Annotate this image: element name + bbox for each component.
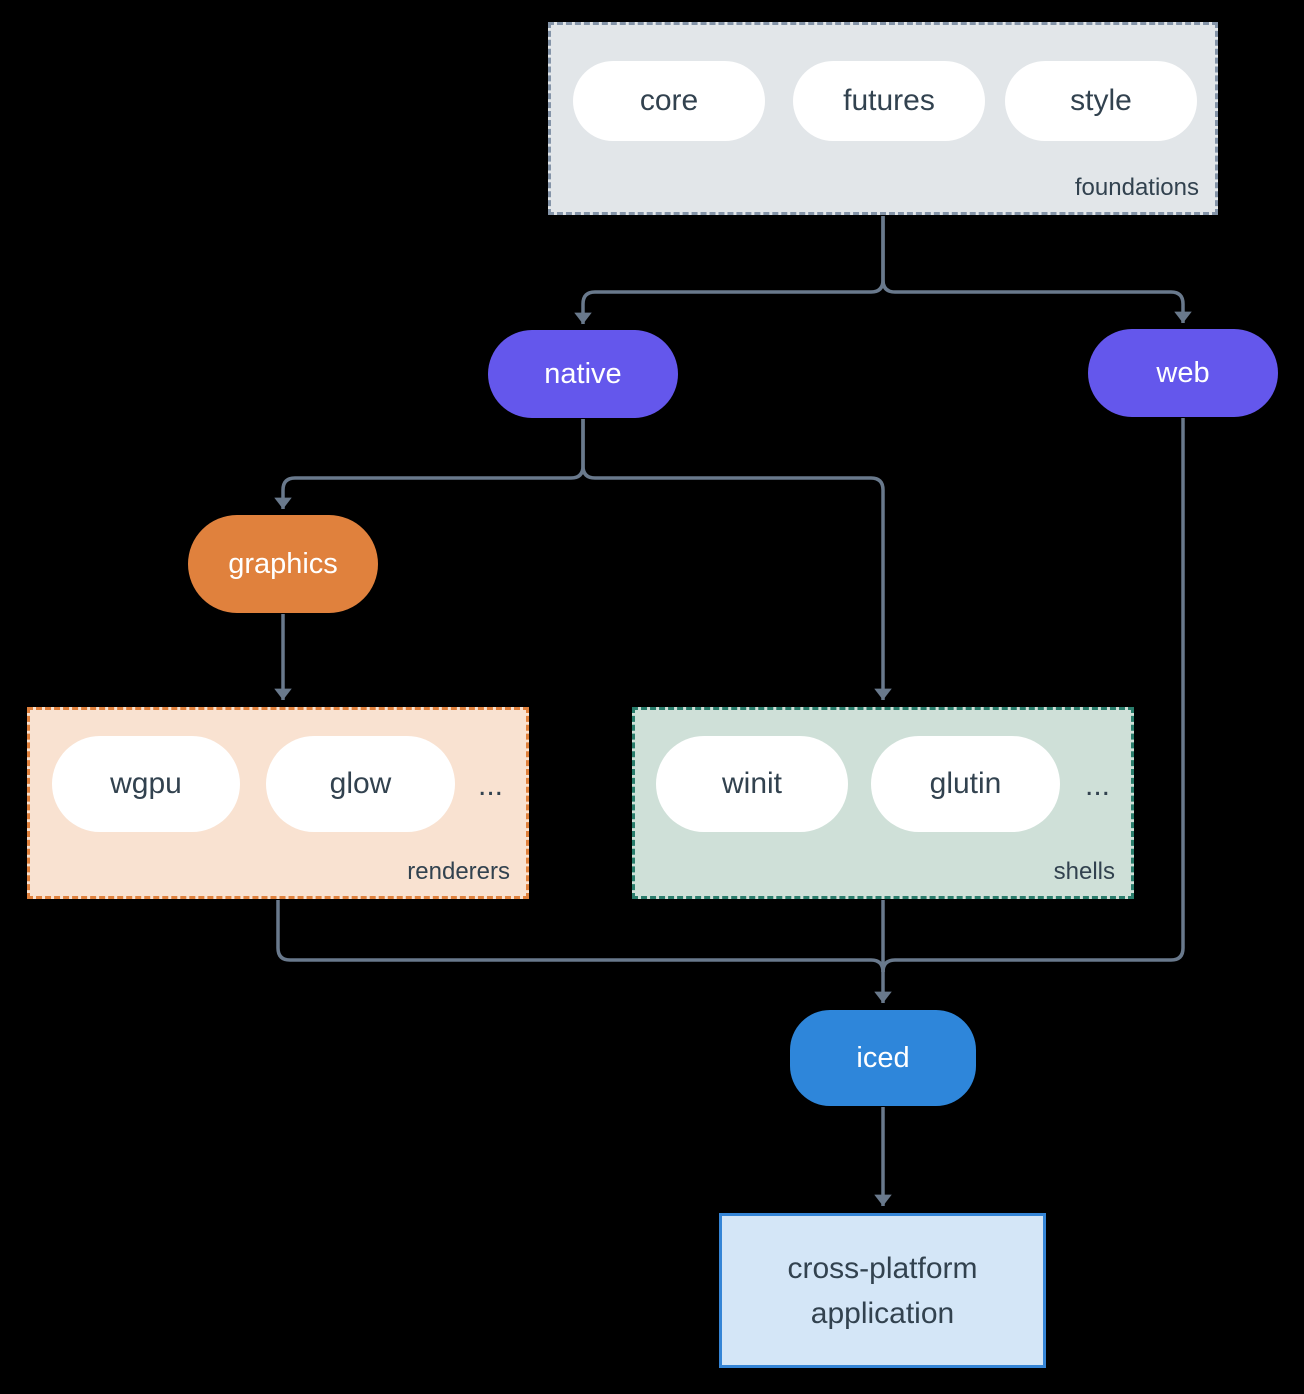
node-web: web — [1088, 329, 1278, 417]
foundations-group-label: foundations — [1074, 174, 1199, 201]
edge-native-graphics — [274, 419, 585, 509]
node-native: native — [488, 330, 678, 418]
application-box-line1: cross-platform — [787, 1251, 978, 1285]
pill-futures: futures — [793, 61, 985, 141]
node-graphics: graphics — [188, 515, 378, 613]
edge-native-shells — [581, 419, 892, 700]
pill-glutin: glutin — [871, 736, 1060, 832]
shells-group: winit glutin ... shells — [632, 707, 1134, 899]
node-iced: iced — [790, 1010, 976, 1106]
renderers-group: wgpu glow ... renderers — [27, 707, 529, 899]
pill-wgpu: wgpu — [52, 736, 240, 832]
pill-core: core — [573, 61, 765, 141]
pill-style: style — [1005, 61, 1197, 141]
pill-glow: glow — [266, 736, 455, 832]
edge-foundations-native — [574, 216, 885, 324]
application-box: cross-platform application — [719, 1213, 1046, 1368]
foundations-group: core futures style foundations — [548, 22, 1218, 215]
shells-ellipsis: ... — [1085, 769, 1111, 802]
pill-winit: winit — [656, 736, 848, 832]
application-box-line2: application — [810, 1296, 955, 1330]
shells-group-label: shells — [1053, 858, 1115, 885]
edge-foundations-web — [881, 216, 1192, 323]
renderers-ellipsis: ... — [478, 769, 504, 802]
edge-renderers-junction — [276, 900, 885, 973]
renderers-group-label: renderers — [407, 858, 510, 885]
